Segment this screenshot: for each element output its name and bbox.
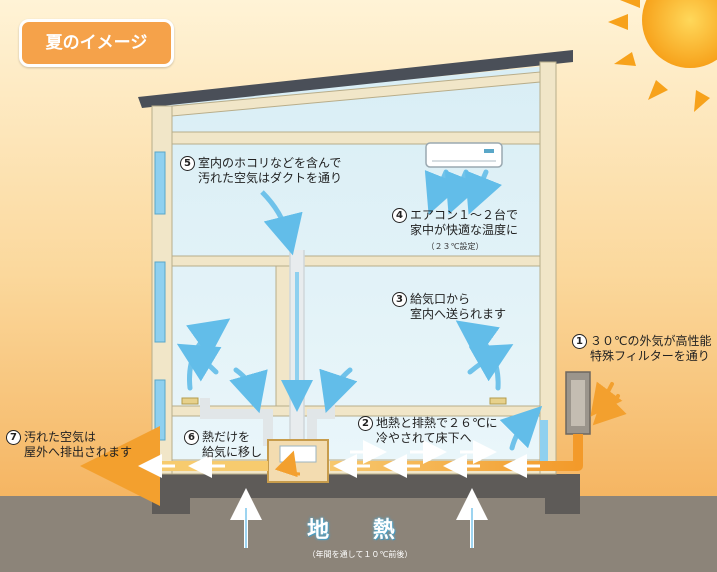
title-badge: 夏のイメージ bbox=[19, 19, 174, 67]
step-7-number: 7 bbox=[6, 430, 21, 445]
room-arrow-left bbox=[229, 367, 268, 414]
step-4-number: 4 bbox=[392, 208, 407, 223]
step-2-number: 2 bbox=[358, 416, 373, 431]
ceiling-beam bbox=[171, 71, 541, 117]
vent-arrow-left-b bbox=[176, 343, 222, 382]
second-floor bbox=[171, 255, 541, 267]
ac-arrow-3 bbox=[464, 169, 502, 215]
window-mid bbox=[154, 261, 166, 343]
exhaust-arrow-top bbox=[260, 190, 303, 256]
vent-arrow-right-b bbox=[467, 344, 514, 382]
foundation bbox=[152, 474, 580, 514]
step-1-number: 1 bbox=[572, 334, 587, 349]
step-6-number: 6 bbox=[184, 430, 199, 445]
floor-vent-right bbox=[489, 397, 507, 405]
ground bbox=[0, 496, 717, 572]
up-arrow-right bbox=[499, 405, 543, 451]
geothermal-title: 地 熱 bbox=[307, 518, 413, 543]
step-4-note: （２３℃設定） bbox=[426, 242, 484, 251]
outside-air-arrow-2 bbox=[592, 391, 627, 426]
right-blue-strip bbox=[540, 420, 548, 468]
step-3-number: 3 bbox=[392, 292, 407, 307]
sun-icon bbox=[608, 0, 717, 112]
room-arrow-right bbox=[319, 367, 358, 413]
air-conditioner-icon bbox=[425, 142, 503, 168]
geothermal-note: （年間を通して１０℃前後） bbox=[307, 550, 413, 559]
floor-vent-left bbox=[181, 397, 199, 405]
window-low bbox=[154, 379, 166, 441]
heat-swirl bbox=[274, 450, 301, 478]
right-wall bbox=[539, 61, 557, 475]
roof bbox=[138, 50, 573, 108]
window-upper bbox=[154, 151, 166, 215]
step-5-number: 5 bbox=[180, 156, 195, 171]
ceiling-floor bbox=[171, 131, 541, 145]
duct-branch-left bbox=[200, 398, 273, 446]
